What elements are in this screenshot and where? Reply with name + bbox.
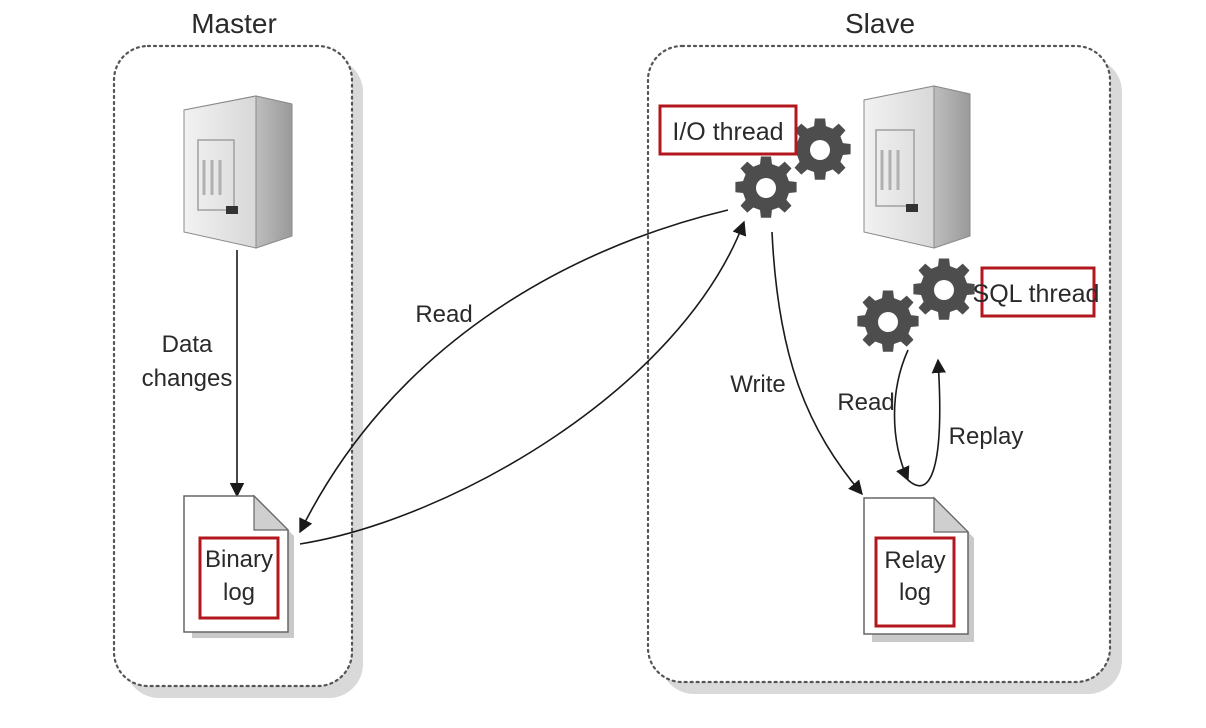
gear-icon <box>857 290 919 352</box>
slave-title: Slave <box>845 8 915 39</box>
relay-log-label-line2: log <box>899 579 931 606</box>
read-link-label: Read <box>415 301 472 328</box>
binary-log-label-line2: log <box>223 579 255 606</box>
master-server-icon <box>183 95 293 249</box>
io-read-arrow <box>299 209 729 534</box>
data-changes-label-line2: changes <box>142 365 233 392</box>
slave-panel: Slave I/O thread <box>646 8 1122 694</box>
replay-label: Replay <box>949 423 1024 450</box>
sql-thread-label: SQL thread <box>973 280 1100 308</box>
relay-log-label-line1: Relay <box>884 547 945 574</box>
binary-log-label-line1: Binary <box>205 546 273 573</box>
slave-server-icon <box>863 85 971 249</box>
sql-read-arrow <box>893 349 910 482</box>
io-thread-gears <box>735 118 851 218</box>
relay-log-document: Relay log <box>863 496 974 642</box>
master-title: Master <box>191 8 277 39</box>
io-thread-highlight <box>658 104 798 156</box>
binary-log-document: Binary log <box>183 494 294 638</box>
sql-thread-gears <box>857 258 975 352</box>
data-changes-label-line1: Data <box>162 331 213 358</box>
gear-icon <box>789 118 851 180</box>
sql-thread-highlight <box>980 266 1096 318</box>
io-thread-label: I/O thread <box>672 118 783 146</box>
gear-icon <box>913 258 975 320</box>
relay-log-highlight <box>874 536 956 628</box>
master-panel: Master Data changes Binary log <box>112 8 363 698</box>
replay-arrow <box>907 358 947 487</box>
write-arrow <box>771 231 863 496</box>
gear-icon <box>735 156 797 218</box>
write-label: Write <box>730 371 786 398</box>
sql-read-label: Read <box>837 389 894 416</box>
binlog-to-io-arrow <box>299 220 747 545</box>
binary-log-highlight <box>198 536 280 620</box>
